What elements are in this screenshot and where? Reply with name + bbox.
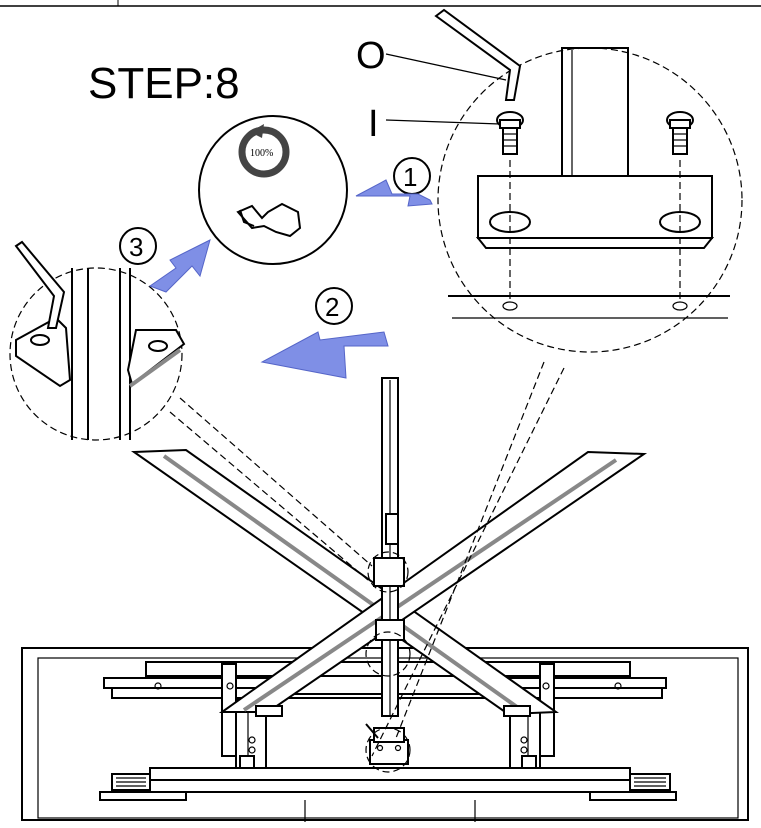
detail-marker-middle	[365, 631, 411, 677]
callout-2: 2	[315, 287, 353, 325]
bolt-leader	[385, 119, 501, 125]
callout-1: 1	[393, 157, 431, 195]
arrow-step-2	[260, 331, 389, 379]
bolt-label: I	[368, 103, 379, 145]
detail-marker-upper	[367, 551, 409, 593]
corner-detail-view	[9, 240, 186, 441]
detail-marker-lower	[365, 727, 411, 773]
tighten-detail-view: 100%	[198, 115, 348, 265]
x-leg-frame	[130, 377, 648, 765]
bolt-detail-view	[434, 8, 743, 353]
hand-icon	[236, 202, 302, 238]
leader-lines	[169, 361, 565, 757]
tighten-percent: 100%	[250, 148, 273, 159]
arrow-step-1	[355, 179, 433, 207]
allen-key-leader	[385, 53, 507, 81]
callout-3: 3	[119, 227, 157, 265]
svg-text:3: 3	[129, 232, 143, 262]
allen-key-label: O	[356, 35, 386, 77]
svg-text:1: 1	[403, 162, 417, 192]
svg-text:2: 2	[325, 292, 339, 322]
step-title: STEP:8	[88, 59, 240, 108]
rotation-icon	[238, 126, 290, 178]
arrow-step-3	[148, 239, 211, 293]
